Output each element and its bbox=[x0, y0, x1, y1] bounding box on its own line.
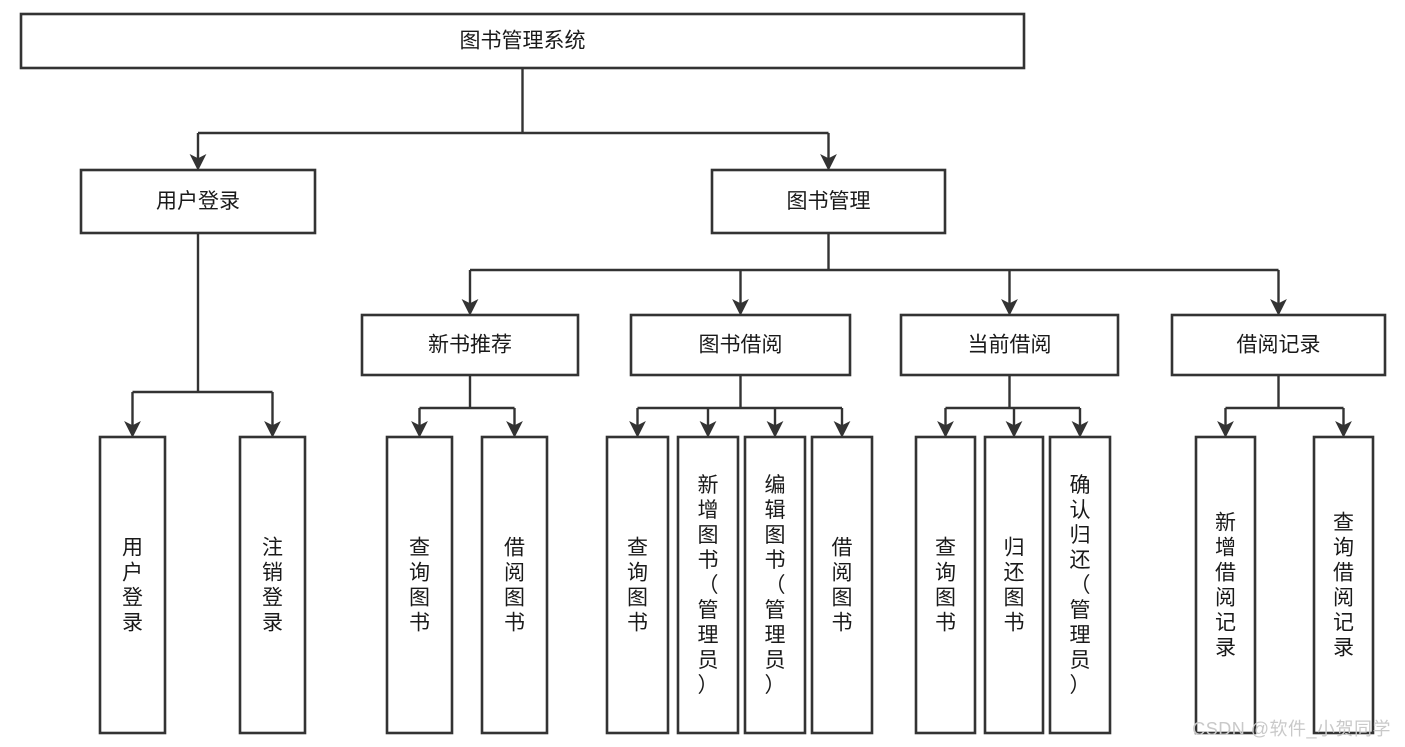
connectors-layer bbox=[124, 68, 1352, 438]
node-leaf-return-book[interactable]: 归还图书 bbox=[983, 435, 1045, 735]
node-box-leaf-add-book bbox=[676, 435, 740, 735]
node-box-user-login bbox=[79, 168, 317, 235]
node-label-book-borrow: 图书借阅 bbox=[699, 334, 783, 357]
node-label-root: 图书管理系统 bbox=[460, 30, 586, 53]
node-label-new-book-recommend: 新书推荐 bbox=[428, 334, 512, 357]
node-label-leaf-add-book: 新增图书（管理员） bbox=[698, 474, 719, 697]
node-leaf-query-book-3[interactable]: 查询图书 bbox=[914, 435, 977, 735]
node-leaf-add-record[interactable]: 新增借阅记录 bbox=[1194, 435, 1257, 735]
node-leaf-query-book-2[interactable]: 查询图书 bbox=[605, 435, 670, 735]
node-box-new-book-recommend bbox=[360, 313, 580, 377]
node-label-leaf-query-record: 查询借阅记录 bbox=[1333, 512, 1354, 660]
node-label-leaf-borrow-book-2: 借阅图书 bbox=[832, 537, 853, 635]
node-leaf-query-book-1[interactable]: 查询图书 bbox=[385, 435, 454, 735]
node-leaf-add-book[interactable]: 新增图书（管理员） bbox=[676, 435, 740, 735]
node-leaf-user-logout[interactable]: 注销登录 bbox=[238, 435, 307, 735]
node-leaf-borrow-book-1[interactable]: 借阅图书 bbox=[480, 435, 549, 735]
node-label-leaf-edit-book: 编辑图书（管理员） bbox=[765, 474, 786, 697]
node-new-book-recommend[interactable]: 新书推荐 bbox=[360, 313, 580, 377]
node-book-manage[interactable]: 图书管理 bbox=[710, 168, 947, 235]
node-label-leaf-confirm-return: 确认归还（管理员） bbox=[1070, 474, 1091, 697]
node-label-user-login: 用户登录 bbox=[156, 190, 240, 213]
node-box-leaf-query-book-2 bbox=[605, 435, 670, 735]
node-box-leaf-borrow-book-2 bbox=[810, 435, 874, 735]
node-box-borrow-record bbox=[1170, 313, 1387, 377]
node-box-leaf-query-book-1 bbox=[385, 435, 454, 735]
node-book-borrow[interactable]: 图书借阅 bbox=[629, 313, 852, 377]
node-leaf-borrow-book-2[interactable]: 借阅图书 bbox=[810, 435, 874, 735]
node-box-leaf-query-record bbox=[1312, 435, 1375, 735]
node-box-leaf-query-book-3 bbox=[914, 435, 977, 735]
node-label-leaf-add-record: 新增借阅记录 bbox=[1215, 512, 1236, 660]
node-root[interactable]: 图书管理系统 bbox=[19, 12, 1026, 70]
node-box-leaf-add-record bbox=[1194, 435, 1257, 735]
node-label-leaf-user-logout: 注销登录 bbox=[262, 537, 283, 635]
nodes-layer: 图书管理系统用户登录图书管理新书推荐图书借阅当前借阅借阅记录用户登录注销登录查询… bbox=[19, 12, 1387, 735]
node-label-leaf-borrow-book-1: 借阅图书 bbox=[504, 537, 525, 635]
watermark-label: CSDN @软件_小贺同学 bbox=[1192, 719, 1391, 739]
node-leaf-confirm-return[interactable]: 确认归还（管理员） bbox=[1048, 435, 1112, 735]
node-label-borrow-record: 借阅记录 bbox=[1237, 334, 1321, 357]
node-box-book-manage bbox=[710, 168, 947, 235]
node-box-current-borrow bbox=[899, 313, 1120, 377]
node-leaf-edit-book[interactable]: 编辑图书（管理员） bbox=[743, 435, 807, 735]
node-label-leaf-return-book: 归还图书 bbox=[1004, 537, 1025, 635]
node-label-leaf-query-book-2: 查询图书 bbox=[627, 537, 648, 635]
node-box-leaf-user-logout bbox=[238, 435, 307, 735]
node-leaf-user-login[interactable]: 用户登录 bbox=[98, 435, 167, 735]
node-box-leaf-confirm-return bbox=[1048, 435, 1112, 735]
node-label-leaf-query-book-3: 查询图书 bbox=[935, 537, 956, 635]
node-box-leaf-user-login bbox=[98, 435, 167, 735]
node-leaf-query-record[interactable]: 查询借阅记录 bbox=[1312, 435, 1375, 735]
node-box-leaf-borrow-book-1 bbox=[480, 435, 549, 735]
node-user-login[interactable]: 用户登录 bbox=[79, 168, 317, 235]
node-label-leaf-query-book-1: 查询图书 bbox=[409, 537, 430, 635]
node-box-leaf-return-book bbox=[983, 435, 1045, 735]
node-label-book-manage: 图书管理 bbox=[787, 190, 871, 213]
node-box-root bbox=[19, 12, 1026, 70]
node-borrow-record[interactable]: 借阅记录 bbox=[1170, 313, 1387, 377]
node-label-current-borrow: 当前借阅 bbox=[968, 334, 1052, 357]
node-box-leaf-edit-book bbox=[743, 435, 807, 735]
node-label-leaf-user-login: 用户登录 bbox=[122, 537, 143, 635]
node-box-book-borrow bbox=[629, 313, 852, 377]
node-current-borrow[interactable]: 当前借阅 bbox=[899, 313, 1120, 377]
